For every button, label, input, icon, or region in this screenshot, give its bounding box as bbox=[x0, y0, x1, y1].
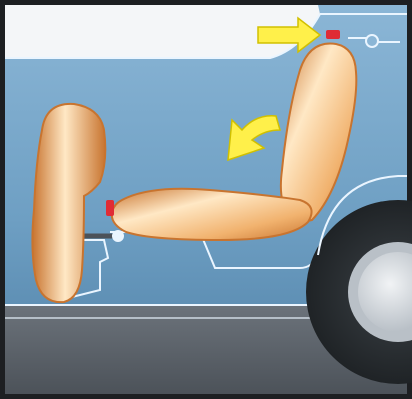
release-tab-icon bbox=[106, 200, 114, 216]
seat-cushion bbox=[112, 189, 312, 240]
pivot-joint bbox=[112, 230, 124, 242]
release-lever-icon bbox=[326, 30, 340, 39]
hinge-pivot bbox=[366, 35, 378, 47]
